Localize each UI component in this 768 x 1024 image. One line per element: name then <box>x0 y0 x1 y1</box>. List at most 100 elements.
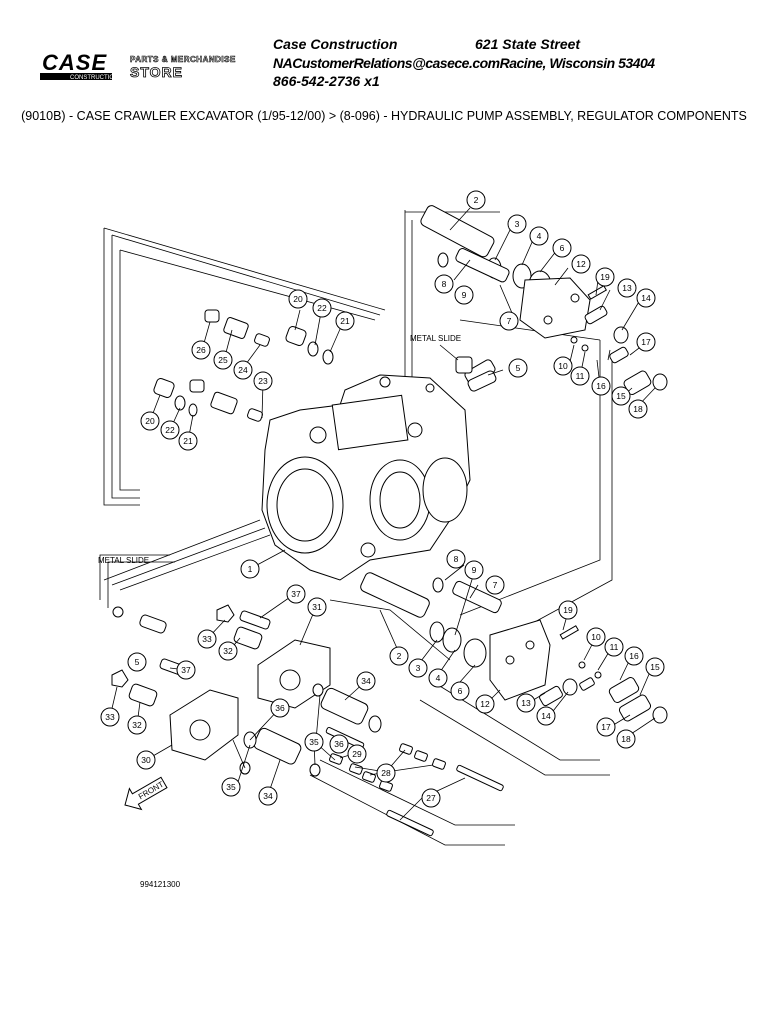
svg-text:3: 3 <box>515 219 520 229</box>
case-logo-graphic: CASE CONSTRUCTION <box>40 50 118 81</box>
svg-text:35: 35 <box>226 782 236 792</box>
metal-slide-top: METAL SLIDE <box>410 334 497 392</box>
callout-33-lower[interactable]: 33 <box>100 707 120 727</box>
callout-6[interactable]: 6 <box>552 238 572 258</box>
callout-21-top[interactable]: 21 <box>335 311 355 331</box>
callout-22-top[interactable]: 22 <box>312 298 332 318</box>
svg-text:26: 26 <box>196 345 206 355</box>
callout-21-left[interactable]: 21 <box>178 431 198 451</box>
callout-8-lower[interactable]: 8 <box>446 549 466 569</box>
svg-text:36: 36 <box>334 739 344 749</box>
callout-23[interactable]: 23 <box>253 371 273 391</box>
metal-slide-top-label: METAL SLIDE <box>410 334 461 343</box>
callout-25[interactable]: 25 <box>213 350 233 370</box>
svg-text:22: 22 <box>165 425 175 435</box>
callout-4-lower[interactable]: 4 <box>428 668 448 688</box>
callout-4[interactable]: 4 <box>529 226 549 246</box>
store-logo-line2: STORE <box>130 64 183 81</box>
callout-27[interactable]: 27 <box>421 788 441 808</box>
callout-7[interactable]: 7 <box>499 311 519 331</box>
callout-17[interactable]: 17 <box>636 332 656 352</box>
svg-text:22: 22 <box>317 303 327 313</box>
callout-11-lower[interactable]: 11 <box>604 637 624 657</box>
svg-text:5: 5 <box>135 657 140 667</box>
callout-14-lower[interactable]: 14 <box>536 706 556 726</box>
callout-19[interactable]: 19 <box>595 267 615 287</box>
callout-2[interactable]: 2 <box>466 190 486 210</box>
callout-32-upper[interactable]: 32 <box>218 641 238 661</box>
svg-text:15: 15 <box>616 391 626 401</box>
callout-26[interactable]: 26 <box>191 340 211 360</box>
callout-14[interactable]: 14 <box>636 288 656 308</box>
callout-34-upper[interactable]: 34 <box>356 671 376 691</box>
callout-35-upper[interactable]: 35 <box>304 732 324 752</box>
svg-text:13: 13 <box>521 698 531 708</box>
callout-16[interactable]: 16 <box>591 376 611 396</box>
callout-10-lower[interactable]: 10 <box>586 627 606 647</box>
svg-text:4: 4 <box>436 673 441 683</box>
street-address: 621 State Street <box>475 36 581 52</box>
pins-and-plugs <box>325 726 504 837</box>
callout-37-lower[interactable]: 37 <box>176 660 196 680</box>
callout-36-upper[interactable]: 36 <box>270 698 290 718</box>
svg-text:18: 18 <box>633 404 643 414</box>
svg-text:3: 3 <box>416 663 421 673</box>
callout-3[interactable]: 3 <box>507 214 527 234</box>
callout-33-upper[interactable]: 33 <box>197 629 217 649</box>
callout-15-lower[interactable]: 15 <box>645 657 665 677</box>
svg-text:15: 15 <box>650 662 660 672</box>
exploded-parts-diagram: METAL SLIDE METAL SLIDE FRONT 994121300 <box>98 190 668 889</box>
callout-3-lower[interactable]: 3 <box>408 658 428 678</box>
callout-18-lower[interactable]: 18 <box>616 729 636 749</box>
callout-18[interactable]: 18 <box>628 399 648 419</box>
svg-text:11: 11 <box>610 642 619 652</box>
callout-13[interactable]: 13 <box>617 278 637 298</box>
callout-30[interactable]: 30 <box>136 750 156 770</box>
callout-5-lower[interactable]: 5 <box>127 652 147 672</box>
callout-2-lower[interactable]: 2 <box>389 646 409 666</box>
callout-34-lower[interactable]: 34 <box>258 786 278 806</box>
callout-7-lower[interactable]: 7 <box>485 575 505 595</box>
svg-text:11: 11 <box>576 371 585 381</box>
callout-19-lower[interactable]: 19 <box>558 600 578 620</box>
callout-20-top[interactable]: 20 <box>288 289 308 309</box>
svg-text:19: 19 <box>563 605 573 615</box>
callout-13-lower[interactable]: 13 <box>516 693 536 713</box>
svg-text:20: 20 <box>145 416 155 426</box>
callout-8[interactable]: 8 <box>434 274 454 294</box>
callout-11[interactable]: 11 <box>570 366 590 386</box>
callout-1[interactable]: 1 <box>240 559 260 579</box>
callout-32-lower[interactable]: 32 <box>127 715 147 735</box>
callout-5-top[interactable]: 5 <box>508 358 528 378</box>
callout-6-lower[interactable]: 6 <box>450 681 470 701</box>
callout-36-lower[interactable]: 36 <box>329 734 349 754</box>
svg-text:8: 8 <box>442 279 447 289</box>
callout-12[interactable]: 12 <box>571 254 591 274</box>
svg-text:23: 23 <box>258 376 268 386</box>
svg-text:24: 24 <box>238 365 248 375</box>
email-text[interactable]: NACustomerRelations@casece.com <box>273 55 500 71</box>
svg-text:14: 14 <box>641 293 651 303</box>
city-text: Racine, Wisconsin 53404 <box>499 55 655 71</box>
callout-12-lower[interactable]: 12 <box>475 694 495 714</box>
svg-text:20: 20 <box>293 294 303 304</box>
svg-text:7: 7 <box>493 580 498 590</box>
callout-35-lower[interactable]: 35 <box>221 777 241 797</box>
callout-9-lower[interactable]: 9 <box>464 560 484 580</box>
callout-17-lower[interactable]: 17 <box>596 717 616 737</box>
drawing-number: 994121300 <box>140 880 181 889</box>
callout-24[interactable]: 24 <box>233 360 253 380</box>
callout-29[interactable]: 29 <box>347 744 367 764</box>
pump-housing <box>261 374 471 581</box>
callout-10[interactable]: 10 <box>553 356 573 376</box>
callout-16-lower[interactable]: 16 <box>624 646 644 666</box>
callout-37-upper[interactable]: 37 <box>286 584 306 604</box>
metal-slide-left: METAL SLIDE <box>98 556 167 634</box>
callout-20-left[interactable]: 20 <box>140 411 160 431</box>
callout-31[interactable]: 31 <box>307 597 327 617</box>
callout-9[interactable]: 9 <box>454 285 474 305</box>
callout-15[interactable]: 15 <box>611 386 631 406</box>
callout-22-left[interactable]: 22 <box>160 420 180 440</box>
svg-text:6: 6 <box>458 686 463 696</box>
callout-28[interactable]: 28 <box>376 763 396 783</box>
